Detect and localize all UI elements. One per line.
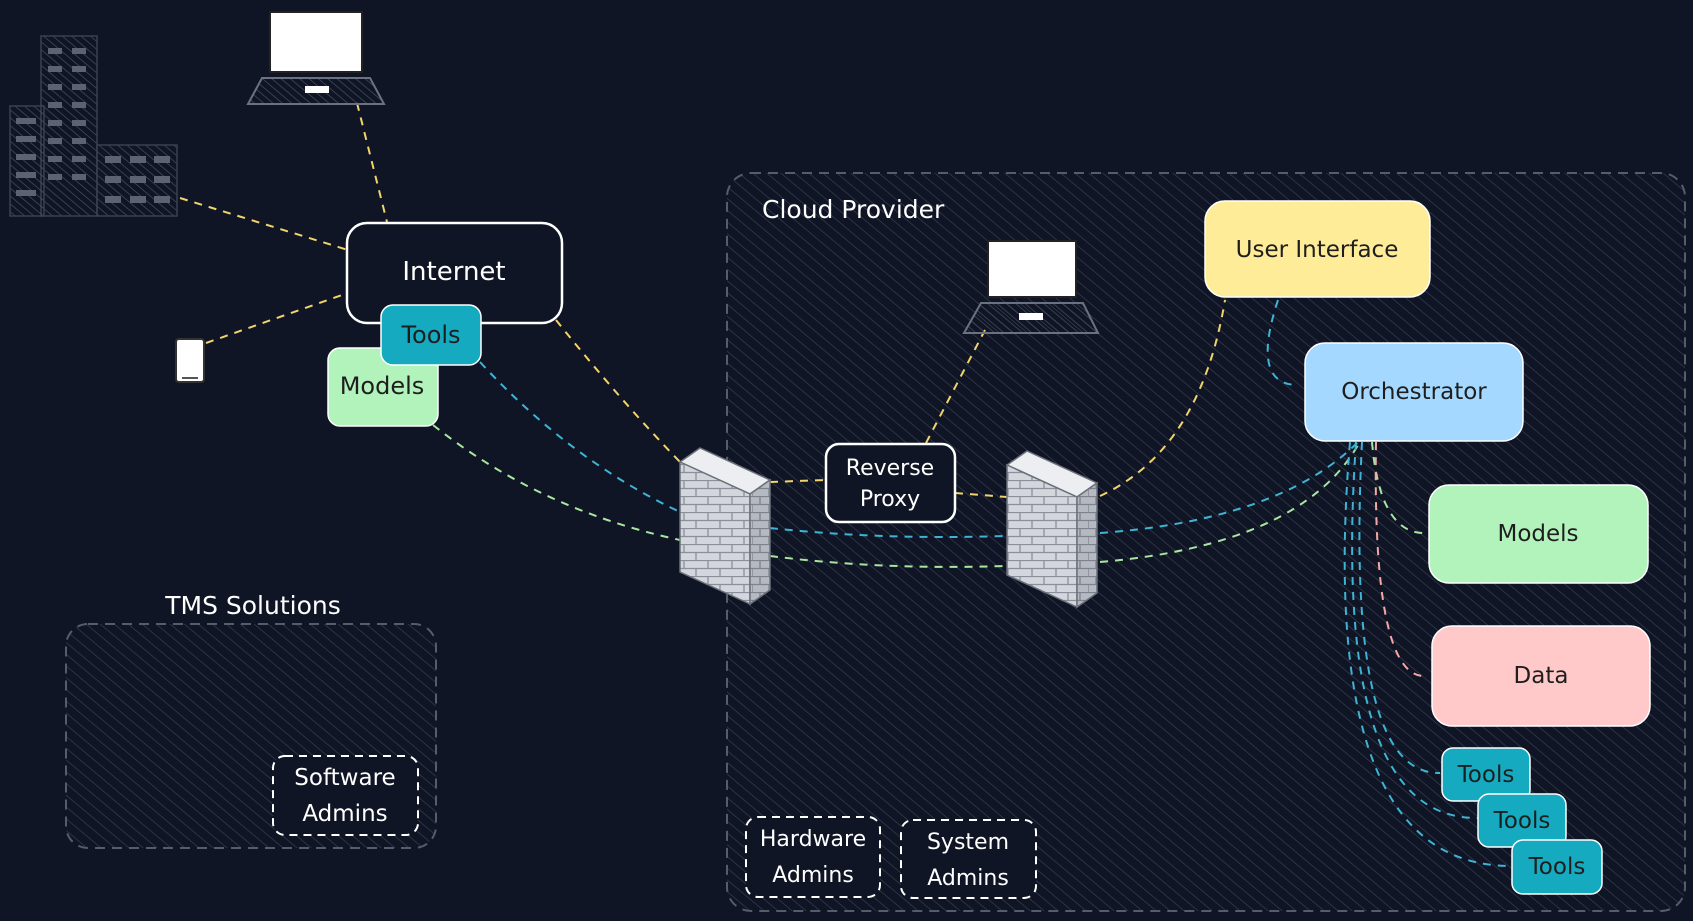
internet-models-node: Models [327, 347, 439, 427]
link-internet-firewall1 [555, 319, 681, 463]
link-orchestrator-tools2 [1351, 441, 1479, 820]
link-firewall2-orchestrator-blue [1099, 441, 1359, 534]
internet-label: Internet [402, 257, 505, 287]
internet-tools-node: Tools [380, 304, 482, 366]
hardware-admins-label-line1: Hardware [760, 827, 866, 852]
software-admins-label-line1: Software [294, 765, 395, 791]
link-orchestrator-tools3 [1343, 441, 1511, 867]
firewall-icon [1005, 450, 1099, 609]
hardware-admins-label-line2: Admins [772, 863, 854, 888]
link-orchestrator-tools1 [1358, 441, 1441, 775]
laptop-icon [246, 11, 386, 105]
cloud-provider-label: Cloud Provider [762, 195, 945, 224]
link-phone-internet [205, 294, 343, 344]
system-admins-role: System Admins [900, 819, 1037, 899]
software-admins-label-line2: Admins [302, 801, 387, 827]
orchestrator-node: Orchestrator [1304, 342, 1524, 442]
user-interface-node: User Interface [1204, 200, 1431, 298]
tools-label-1: Tools [1457, 762, 1515, 788]
link-firewall2-orchestrator-green [1099, 444, 1359, 563]
system-admins-label-line2: Admins [927, 866, 1009, 891]
internet-tools-label: Tools [400, 321, 460, 349]
link-proxy-laptop [925, 329, 986, 444]
tools-label-2: Tools [1493, 808, 1551, 834]
data-label: Data [1514, 663, 1569, 689]
tools-node: Tools [1477, 793, 1567, 848]
software-admins-role: Software Admins [272, 755, 419, 836]
link-laptop-internet [356, 102, 388, 223]
user-interface-label: User Interface [1236, 237, 1399, 263]
tms-solutions-label: TMS Solutions [164, 591, 341, 620]
tools-label-3: Tools [1528, 854, 1586, 880]
tools-node: Tools [1441, 747, 1531, 802]
system-admins-label-line1: System [927, 830, 1009, 855]
link-firewall2-ui [1099, 299, 1226, 497]
link-models-firewall1 [432, 424, 681, 541]
cloud-models-label: Models [1497, 521, 1578, 547]
firewall-icon [678, 447, 772, 606]
reverse-proxy-label-line1: Reverse [846, 456, 934, 481]
connections [179, 102, 1511, 867]
link-tools-firewall1 [479, 361, 681, 513]
data-node: Data [1431, 625, 1651, 727]
phone-icon [175, 338, 205, 383]
hardware-admins-role: Hardware Admins [745, 816, 881, 898]
link-orchestrator-models [1371, 441, 1427, 535]
internet-node: Internet [345, 221, 564, 325]
laptop-icon [962, 240, 1100, 334]
link-buildings-internet [179, 197, 349, 251]
reverse-proxy-label-line2: Proxy [860, 487, 920, 512]
internet-models-label: Models [340, 372, 425, 400]
link-firewall1-proxy [769, 479, 826, 483]
reverse-proxy-node: Reverse Proxy [824, 442, 957, 524]
orchestrator-label: Orchestrator [1341, 379, 1487, 405]
cloud-models-node: Models [1428, 484, 1649, 584]
tools-node: Tools [1511, 839, 1603, 895]
link-ui-orchestrator [1266, 299, 1299, 386]
office-buildings-icon [9, 35, 178, 217]
